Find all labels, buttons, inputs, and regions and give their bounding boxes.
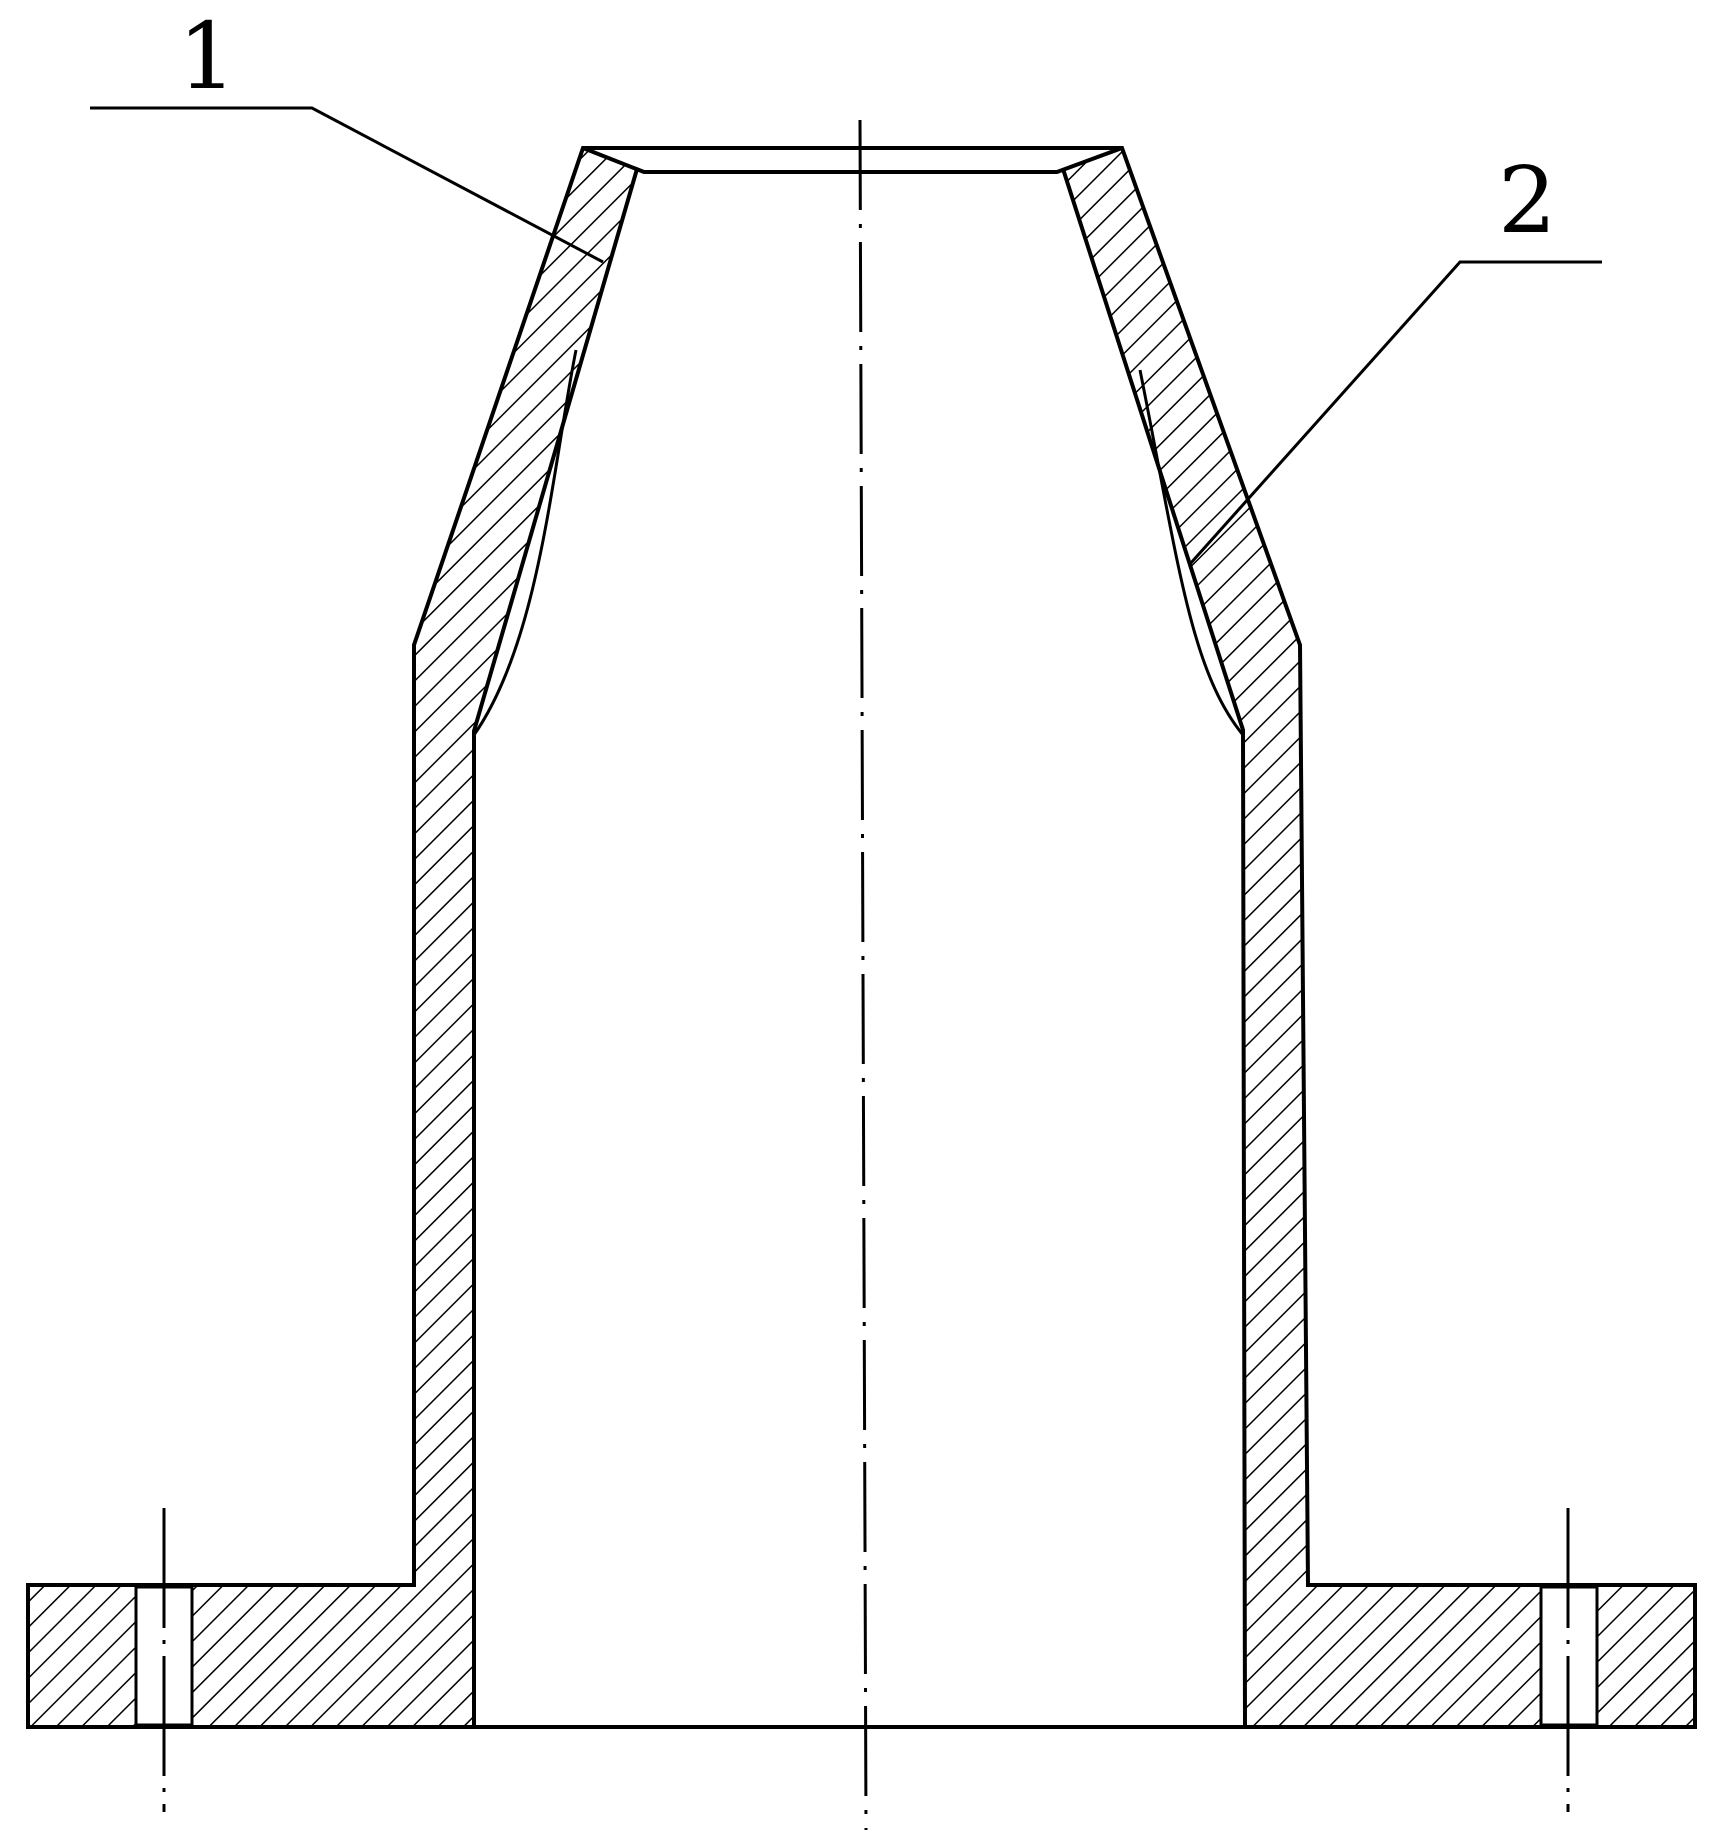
top-rim — [582, 146, 1123, 174]
part-label-2: 2 — [1498, 147, 1557, 254]
part-label-1: 1 — [178, 3, 237, 110]
center-line — [858, 119, 868, 1831]
right-inner-curve — [1138, 369, 1245, 736]
leader-line-1 — [90, 106, 604, 264]
leader-line-2 — [1188, 260, 1602, 565]
left-inner-curve — [472, 349, 578, 736]
